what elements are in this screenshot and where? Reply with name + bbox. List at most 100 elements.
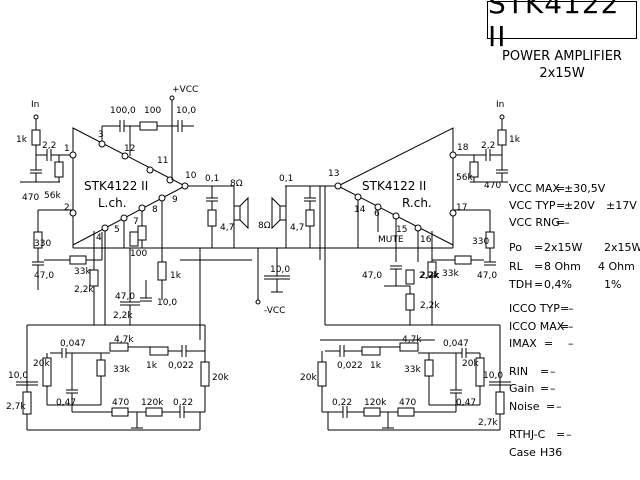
resistor	[405, 293, 415, 311]
comp-label: 470	[484, 181, 501, 191]
spec-value: –	[568, 320, 574, 333]
spec-eq: =	[540, 365, 549, 378]
spec-eq: =	[540, 382, 549, 395]
pin-label: 15	[396, 225, 407, 235]
potentiometer	[200, 361, 210, 387]
comp-label: 0,022	[337, 361, 363, 371]
pin-label: 8	[152, 205, 158, 215]
spec-value: 0,4%	[544, 278, 572, 291]
spec-value: ±20V	[564, 199, 595, 212]
comp-label: 0,1	[205, 174, 219, 184]
comp-label: 470	[112, 398, 129, 408]
comp-label: 4,7k	[402, 335, 422, 345]
comp-label: 1k	[16, 135, 28, 145]
right-channel: STK4122 II R.ch. MUTE 13 14 6 15 16 17 1…	[258, 100, 521, 431]
subtitle-text: POWER AMPLIFIER	[502, 49, 622, 64]
spec-eq: =	[534, 241, 543, 254]
mute-label: MUTE	[378, 235, 404, 245]
pin-label: 17	[456, 203, 467, 213]
pin-circle	[101, 224, 109, 232]
vcc-pos-label: +VCC	[172, 85, 198, 95]
resistor	[137, 225, 147, 241]
comp-label: 100	[144, 106, 161, 116]
comp-label: 20k	[300, 373, 317, 383]
spec-param: Gain	[509, 382, 534, 395]
spec-eq: =	[534, 278, 543, 291]
comp-label: 56k	[44, 191, 61, 201]
spec-param: Po	[509, 241, 522, 254]
speaker-cone	[239, 196, 249, 230]
pin-label: 7	[133, 217, 139, 227]
comp-label: 2,7k	[478, 418, 498, 428]
comp-label: 0,47	[56, 398, 76, 408]
comp-label: 2,2	[42, 141, 56, 151]
comp-label: 33k	[404, 365, 421, 375]
resistor	[145, 407, 163, 417]
comp-label: 20k	[33, 359, 50, 369]
resistor	[495, 391, 505, 415]
comp-label: 0,022	[168, 361, 194, 371]
spec-value: –	[550, 382, 556, 395]
spec-param: VCC TYP	[509, 199, 556, 212]
resistor	[399, 342, 419, 352]
pin-label: 13	[328, 169, 339, 179]
spec-param: Case	[509, 446, 536, 459]
pin-circle	[120, 214, 128, 222]
comp-label: 8Ω	[230, 179, 243, 189]
comp-label: 100	[130, 249, 147, 259]
comp-label: 0,047	[443, 339, 469, 349]
comp-label: 2,2k	[113, 311, 133, 321]
spec-eq: =	[556, 182, 565, 195]
comp-label: 1k	[370, 361, 382, 371]
comp-label: 10,0	[270, 265, 290, 275]
left-channel: STK4122 II L.ch. 1 2 3 4 5 7 8 9 10 11 1…	[6, 85, 320, 431]
resistor	[139, 121, 158, 131]
resistor	[363, 407, 381, 417]
resistor	[96, 359, 106, 377]
comp-label: 10,0	[157, 298, 177, 308]
pin-circle	[146, 166, 154, 174]
spec-value: –	[564, 216, 570, 229]
comp-label: 330	[34, 239, 51, 249]
spec-value: 2x15W	[544, 241, 583, 254]
resistor	[207, 209, 217, 227]
subtitle-block: POWER AMPLIFIER 2x15W	[486, 48, 638, 82]
resistor	[305, 209, 315, 227]
spec-eq: =	[560, 320, 569, 333]
pin-circle	[121, 152, 129, 160]
spec-param: RL	[509, 260, 524, 273]
spec-param: TDH	[508, 278, 532, 291]
comp-label: 33k	[113, 365, 130, 375]
spec-param: VCC RNG	[509, 216, 560, 229]
resistor	[424, 359, 434, 377]
pin-circle	[138, 204, 146, 212]
resistor	[109, 342, 129, 352]
comp-label: 120k	[141, 398, 164, 408]
comp-label: 10,0	[483, 371, 503, 381]
comp-label: 47,0	[362, 271, 382, 281]
left-input-label: In	[31, 100, 39, 110]
comp-label: 20k	[462, 359, 479, 369]
comp-label: 2,2k	[74, 285, 94, 295]
spec-eq: =	[556, 199, 565, 212]
resistor	[497, 129, 507, 146]
pin-label: 18	[457, 143, 469, 153]
pin-label: 6	[374, 209, 380, 219]
comp-label: 47,0	[115, 292, 135, 302]
comp-label: 10,0	[176, 106, 196, 116]
pin-label: 1	[64, 144, 70, 154]
resistor	[69, 255, 87, 265]
comp-label: 4,7	[290, 223, 304, 233]
comp-label: 2,2k	[420, 301, 440, 311]
spec-param: RIN	[509, 365, 528, 378]
resistor	[31, 129, 41, 146]
comp-label: 1k	[509, 135, 521, 145]
resistor	[111, 407, 129, 417]
spec-eq: =	[546, 400, 555, 413]
comp-label: 2,2k	[419, 271, 439, 281]
pin-circle	[98, 140, 106, 148]
comp-label: 4,7k	[114, 335, 134, 345]
config-text: 2x15W	[539, 66, 585, 81]
spec-param: ICCO MAX	[509, 320, 565, 333]
pin-label: 2	[64, 203, 70, 213]
